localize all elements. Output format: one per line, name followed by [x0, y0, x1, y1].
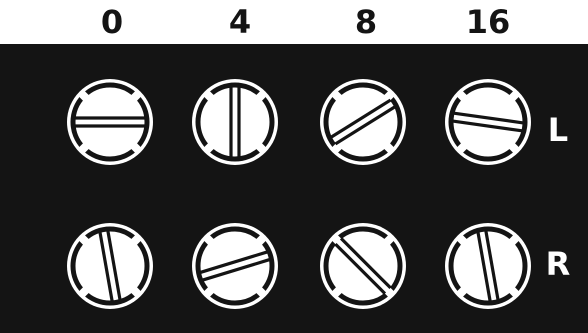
knob-row-r-col-16[interactable] [442, 220, 534, 312]
knob-face [201, 232, 269, 300]
knob-graphic [317, 220, 409, 312]
knob-graphic [64, 76, 156, 168]
column-label-0: 0 [82, 4, 142, 40]
knob-row-l-col-16[interactable] [442, 76, 534, 168]
row-label-r: R [538, 246, 578, 282]
knob-graphic [189, 220, 281, 312]
knob-face [329, 88, 397, 156]
knob-graphic [442, 76, 534, 168]
knob-row-l-col-0[interactable] [64, 76, 156, 168]
knob-graphic [64, 220, 156, 312]
knob-face [329, 232, 397, 300]
column-label-16: 16 [458, 4, 518, 40]
row-label-l: L [538, 112, 578, 148]
knob-row-r-col-4[interactable] [189, 220, 281, 312]
knob-row-l-col-8[interactable] [317, 76, 409, 168]
knob-graphic [442, 220, 534, 312]
knob-row-l-col-4[interactable] [189, 76, 281, 168]
knob-row-r-col-8[interactable] [317, 220, 409, 312]
knob-face [76, 88, 144, 156]
column-label-8: 8 [336, 4, 396, 40]
knob-graphic [317, 76, 409, 168]
knob-graphic [189, 76, 281, 168]
column-label-4: 4 [210, 4, 270, 40]
knob-row-r-col-0[interactable] [64, 220, 156, 312]
knob-face [201, 88, 269, 156]
